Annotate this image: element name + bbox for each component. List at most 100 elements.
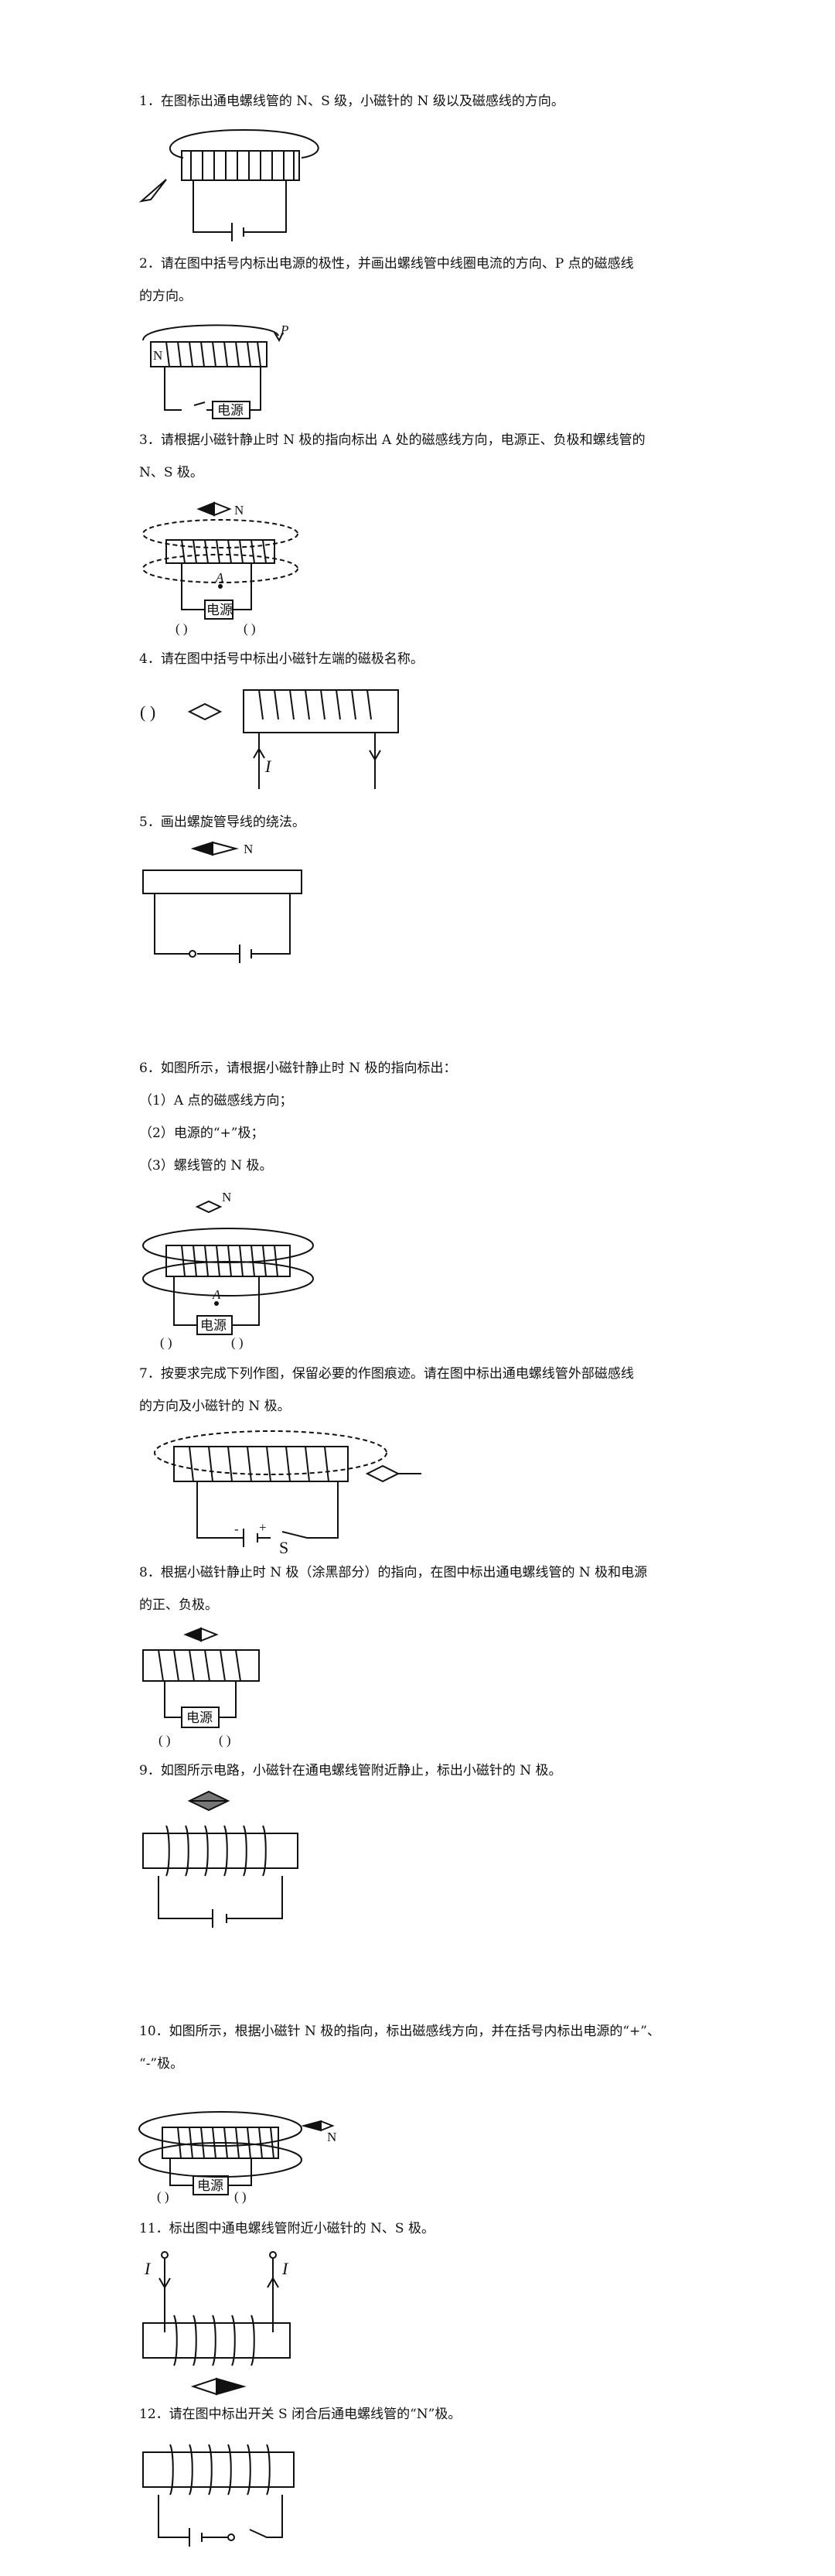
question-1: 1．在图标出通电螺线管的 N、S 级，小磁针的 N 级以及磁感线的方向。 — [139, 85, 704, 118]
circuit-wire — [173, 1276, 260, 1326]
coil-windings — [173, 2315, 255, 2366]
point-a — [214, 1301, 219, 1306]
bracket-answer: ( ) — [140, 702, 155, 722]
solenoid — [162, 2127, 279, 2159]
solenoid — [181, 150, 300, 181]
question-line: 10．如图所示，根据小磁针 N 极的指向，标出磁感线方向，并在括号内标出电源的“… — [139, 2024, 660, 2039]
power-box — [193, 2175, 229, 2195]
bracket-left: ( ) — [160, 1335, 172, 1350]
compass-needle — [216, 2377, 247, 2396]
bracket-right: ( ) — [231, 1335, 244, 1350]
label-n: N — [234, 503, 244, 518]
compass-needle — [213, 501, 232, 517]
question-line: 12．请在图中标出开关 S 闭合后通电螺线管的“N”极。 — [139, 2407, 462, 2422]
compass-needle — [183, 1627, 202, 1642]
figure-12 — [142, 2444, 295, 2547]
label-n: N — [153, 348, 162, 363]
bracket-left: ( ) — [158, 1733, 171, 1748]
figure-9 — [142, 1790, 298, 1928]
question-4: 4．请在图中括号中标出小磁针左端的磁极名称。 — [139, 643, 704, 675]
coil-windings — [181, 539, 267, 564]
question-11: 11．标出图中通电螺线管附近小磁针的 N、S 极。 — [139, 2212, 704, 2245]
field-line — [154, 1430, 387, 1475]
figure-1 — [138, 128, 319, 241]
bracket-right: ( ) — [244, 621, 256, 636]
figure-8: 电源 ( ) ( ) — [142, 1627, 260, 1748]
field-line — [142, 554, 298, 583]
current-arrow — [267, 2277, 279, 2288]
question-line: 6．如图所示，请根据小磁针静止时 N 极的指向标出： — [139, 1061, 457, 1076]
question-line: 4．请在图中括号中标出小磁针左端的磁极名称。 — [139, 651, 424, 667]
field-line — [142, 519, 298, 548]
coil-windings — [190, 151, 295, 180]
figure-4: ( ) I — [140, 689, 399, 789]
circuit-wire — [164, 367, 261, 411]
compass-needle — [195, 1200, 223, 1214]
circuit-wire — [258, 733, 376, 789]
figure-6: N A 电源 ( ) ( ) — [142, 1190, 314, 1350]
solenoid — [165, 539, 275, 564]
question-line: 5．画出螺旋管导线的绕法。 — [139, 815, 305, 830]
circuit-wire — [181, 563, 252, 610]
solenoid — [142, 869, 302, 894]
question-6: 6．如图所示，请根据小磁针静止时 N 极的指向标出： （1）A 点的磁感线方向；… — [139, 1052, 704, 1182]
field-line — [138, 2111, 302, 2147]
question-line: 8．根据小磁针静止时 N 极（涂黑部分）的指向，在图中标出通电螺线管的 N 极和… — [139, 1565, 648, 1580]
battery — [231, 223, 244, 241]
current-arrow — [158, 2277, 171, 2289]
figure-10: 电源 ( ) ( ) N — [138, 2111, 336, 2204]
battery — [243, 1529, 258, 1547]
battery — [239, 945, 252, 963]
coil-windings — [169, 2444, 271, 2496]
switch[interactable] — [227, 2533, 235, 2541]
bracket-left: ( ) — [157, 2189, 169, 2204]
solenoid — [173, 1446, 349, 1482]
question-7: 7．按要求完成下列作图，保留必要的作图痕迹。请在图中标出通电螺线管外部磁感线 的… — [139, 1358, 704, 1423]
switch[interactable] — [189, 950, 196, 958]
question-12: 12．请在图中标出开关 S 闭合后通电螺线管的“N”极。 — [139, 2398, 704, 2431]
question-8: 8．根据小磁针静止时 N 极（涂黑部分）的指向，在图中标出通电螺线管的 N 极和… — [139, 1556, 704, 1621]
label-n: N — [327, 2130, 336, 2144]
coil-windings — [165, 341, 261, 367]
power-label: 电源 — [186, 1710, 213, 1725]
figure-11: I I — [142, 2251, 291, 2396]
compass-needle — [190, 841, 213, 856]
coil-windings — [165, 1825, 267, 1877]
power-box — [181, 1707, 220, 1728]
question-line: 11．标出图中通电螺线管附近小磁针的 N、S 极。 — [139, 2221, 435, 2236]
question-line: “-”极。 — [139, 2056, 184, 2072]
question-line: 的正、负极。 — [139, 1597, 218, 1613]
question-line: 9．如图所示电路，小磁针在通电螺线管附近静止，标出小磁针的 N 极。 — [139, 1763, 562, 1778]
bracket-right: ( ) — [219, 1733, 231, 1748]
power-label: 电源 — [200, 1318, 227, 1333]
label-switch: S — [279, 1538, 288, 1557]
circuit-wire — [158, 2495, 283, 2538]
question-line: 的方向及小磁针的 N 极。 — [139, 1399, 291, 1414]
terminal — [269, 2251, 277, 2259]
compass-needle — [187, 702, 223, 721]
field-line — [142, 1261, 314, 1297]
power-box — [212, 401, 250, 419]
current-arrow — [253, 747, 265, 759]
solenoid — [142, 1649, 260, 1682]
battery — [189, 2528, 203, 2547]
bracket-right: ( ) — [234, 2189, 247, 2204]
label-current: I — [281, 2259, 289, 2278]
circuit-wire — [158, 1876, 283, 1919]
power-box — [204, 600, 233, 620]
circuit-wire — [196, 1481, 339, 1539]
terminal — [161, 2251, 169, 2259]
question-2: 2．请在图中括号内标出电源的极性，并画出螺线管中线圈电流的方向、P 点的磁感线 … — [139, 248, 704, 313]
compass-needle — [190, 2377, 217, 2396]
label-plus: + — [259, 1520, 267, 1535]
solenoid — [142, 1833, 298, 1869]
coil-windings — [181, 1245, 278, 1277]
compass-needle — [301, 2120, 322, 2132]
arrow — [274, 332, 284, 343]
question-line: （1）A 点的磁感线方向； — [139, 1093, 293, 1109]
label-a: A — [212, 1287, 221, 1302]
label-minus: - — [234, 1522, 239, 1536]
question-line: 2．请在图中括号内标出电源的极性，并画出螺线管中线圈电流的方向、P 点的磁感线 — [139, 256, 634, 272]
question-line: （3）螺线管的 N 极。 — [139, 1158, 273, 1174]
compass-needle — [138, 179, 167, 203]
